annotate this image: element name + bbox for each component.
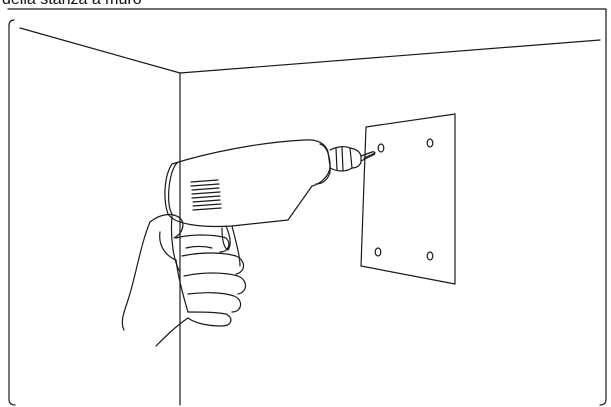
plate-hole-bottom-left <box>374 247 382 257</box>
vent-grille <box>190 179 222 211</box>
plate-hole-bottom-right <box>426 251 434 261</box>
hand <box>121 213 247 347</box>
room-frame <box>7 8 607 406</box>
wall-plate <box>360 113 456 285</box>
caption-text: della stanza a muro <box>2 0 142 9</box>
plate-hole-top-left <box>377 143 385 153</box>
plate-hole-top-right <box>426 138 434 148</box>
drill <box>164 139 376 273</box>
